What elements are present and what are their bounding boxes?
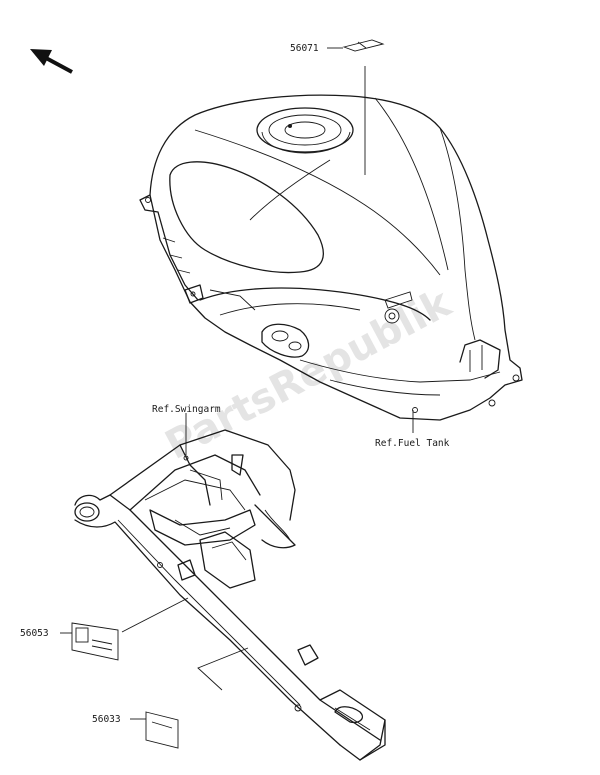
label-56033-sticker [145,711,179,749]
ref-swingarm-label: Ref.Swingarm [152,404,221,415]
label-56071-sticker [342,39,385,52]
leader-56053-arm [121,597,189,633]
leader-56033-arm [197,647,249,691]
direction-arrow-icon [30,49,73,74]
ref-fuel-tank-label: Ref.Fuel Tank [375,438,450,449]
fuel-tank-drawing [139,94,523,421]
part-number-56053: 56053 [20,628,49,639]
label-56053-sticker [71,622,119,661]
part-number-56033: 56033 [92,714,121,725]
swingarm-drawing [74,429,386,761]
part-number-56071: 56071 [290,43,319,54]
